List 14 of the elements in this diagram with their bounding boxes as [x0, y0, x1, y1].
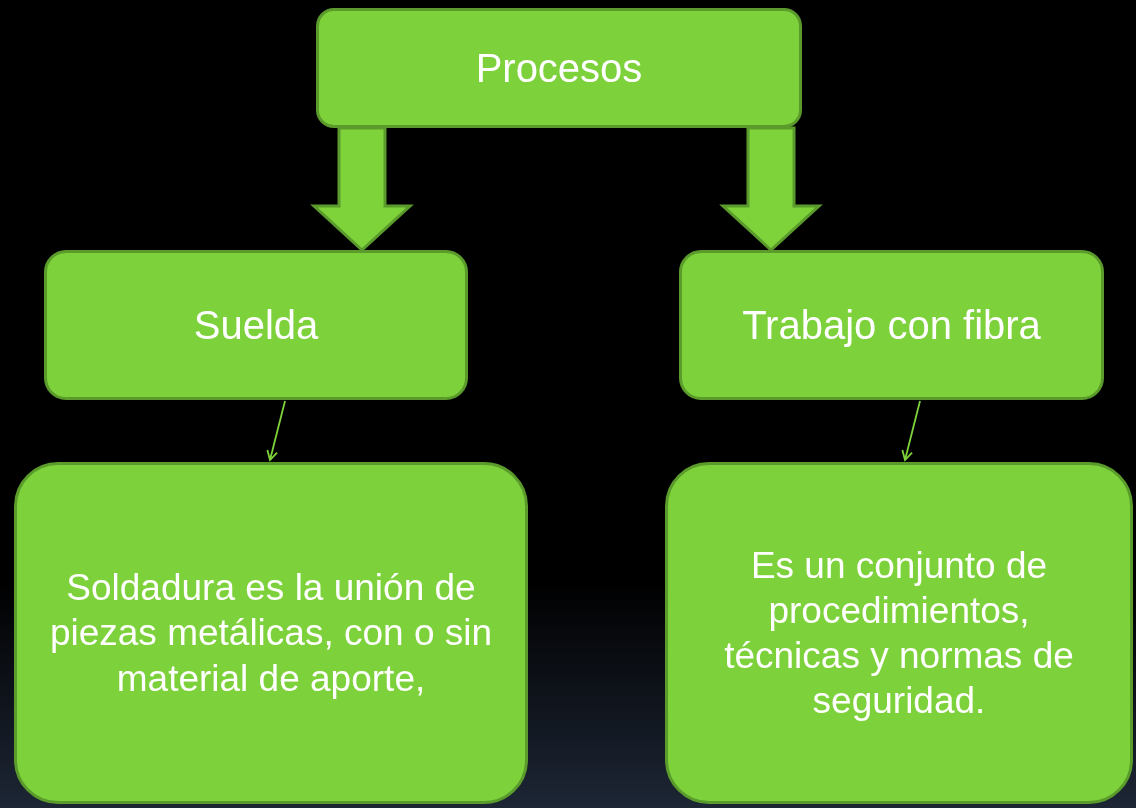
box-text: Es un conjunto de procedimientos, técnicas y normas de seguridad.: [723, 543, 1075, 724]
block-arrow: [310, 126, 414, 253]
process-box: [679, 250, 1104, 400]
process-box: [44, 250, 468, 400]
box-text: Suelda: [193, 301, 319, 349]
process-box: [665, 462, 1133, 804]
arrow: [901, 400, 921, 461]
box-text: Soldadura es la unión de piezas metálicas, con o sin material de aporte,: [49, 566, 493, 701]
box-text: Procesos: [475, 44, 643, 92]
process-box: [14, 462, 528, 804]
box-text: Trabajo con fibra: [742, 301, 1041, 349]
process-box: [316, 8, 802, 128]
block-arrow: [719, 126, 823, 253]
arrow: [266, 400, 286, 461]
